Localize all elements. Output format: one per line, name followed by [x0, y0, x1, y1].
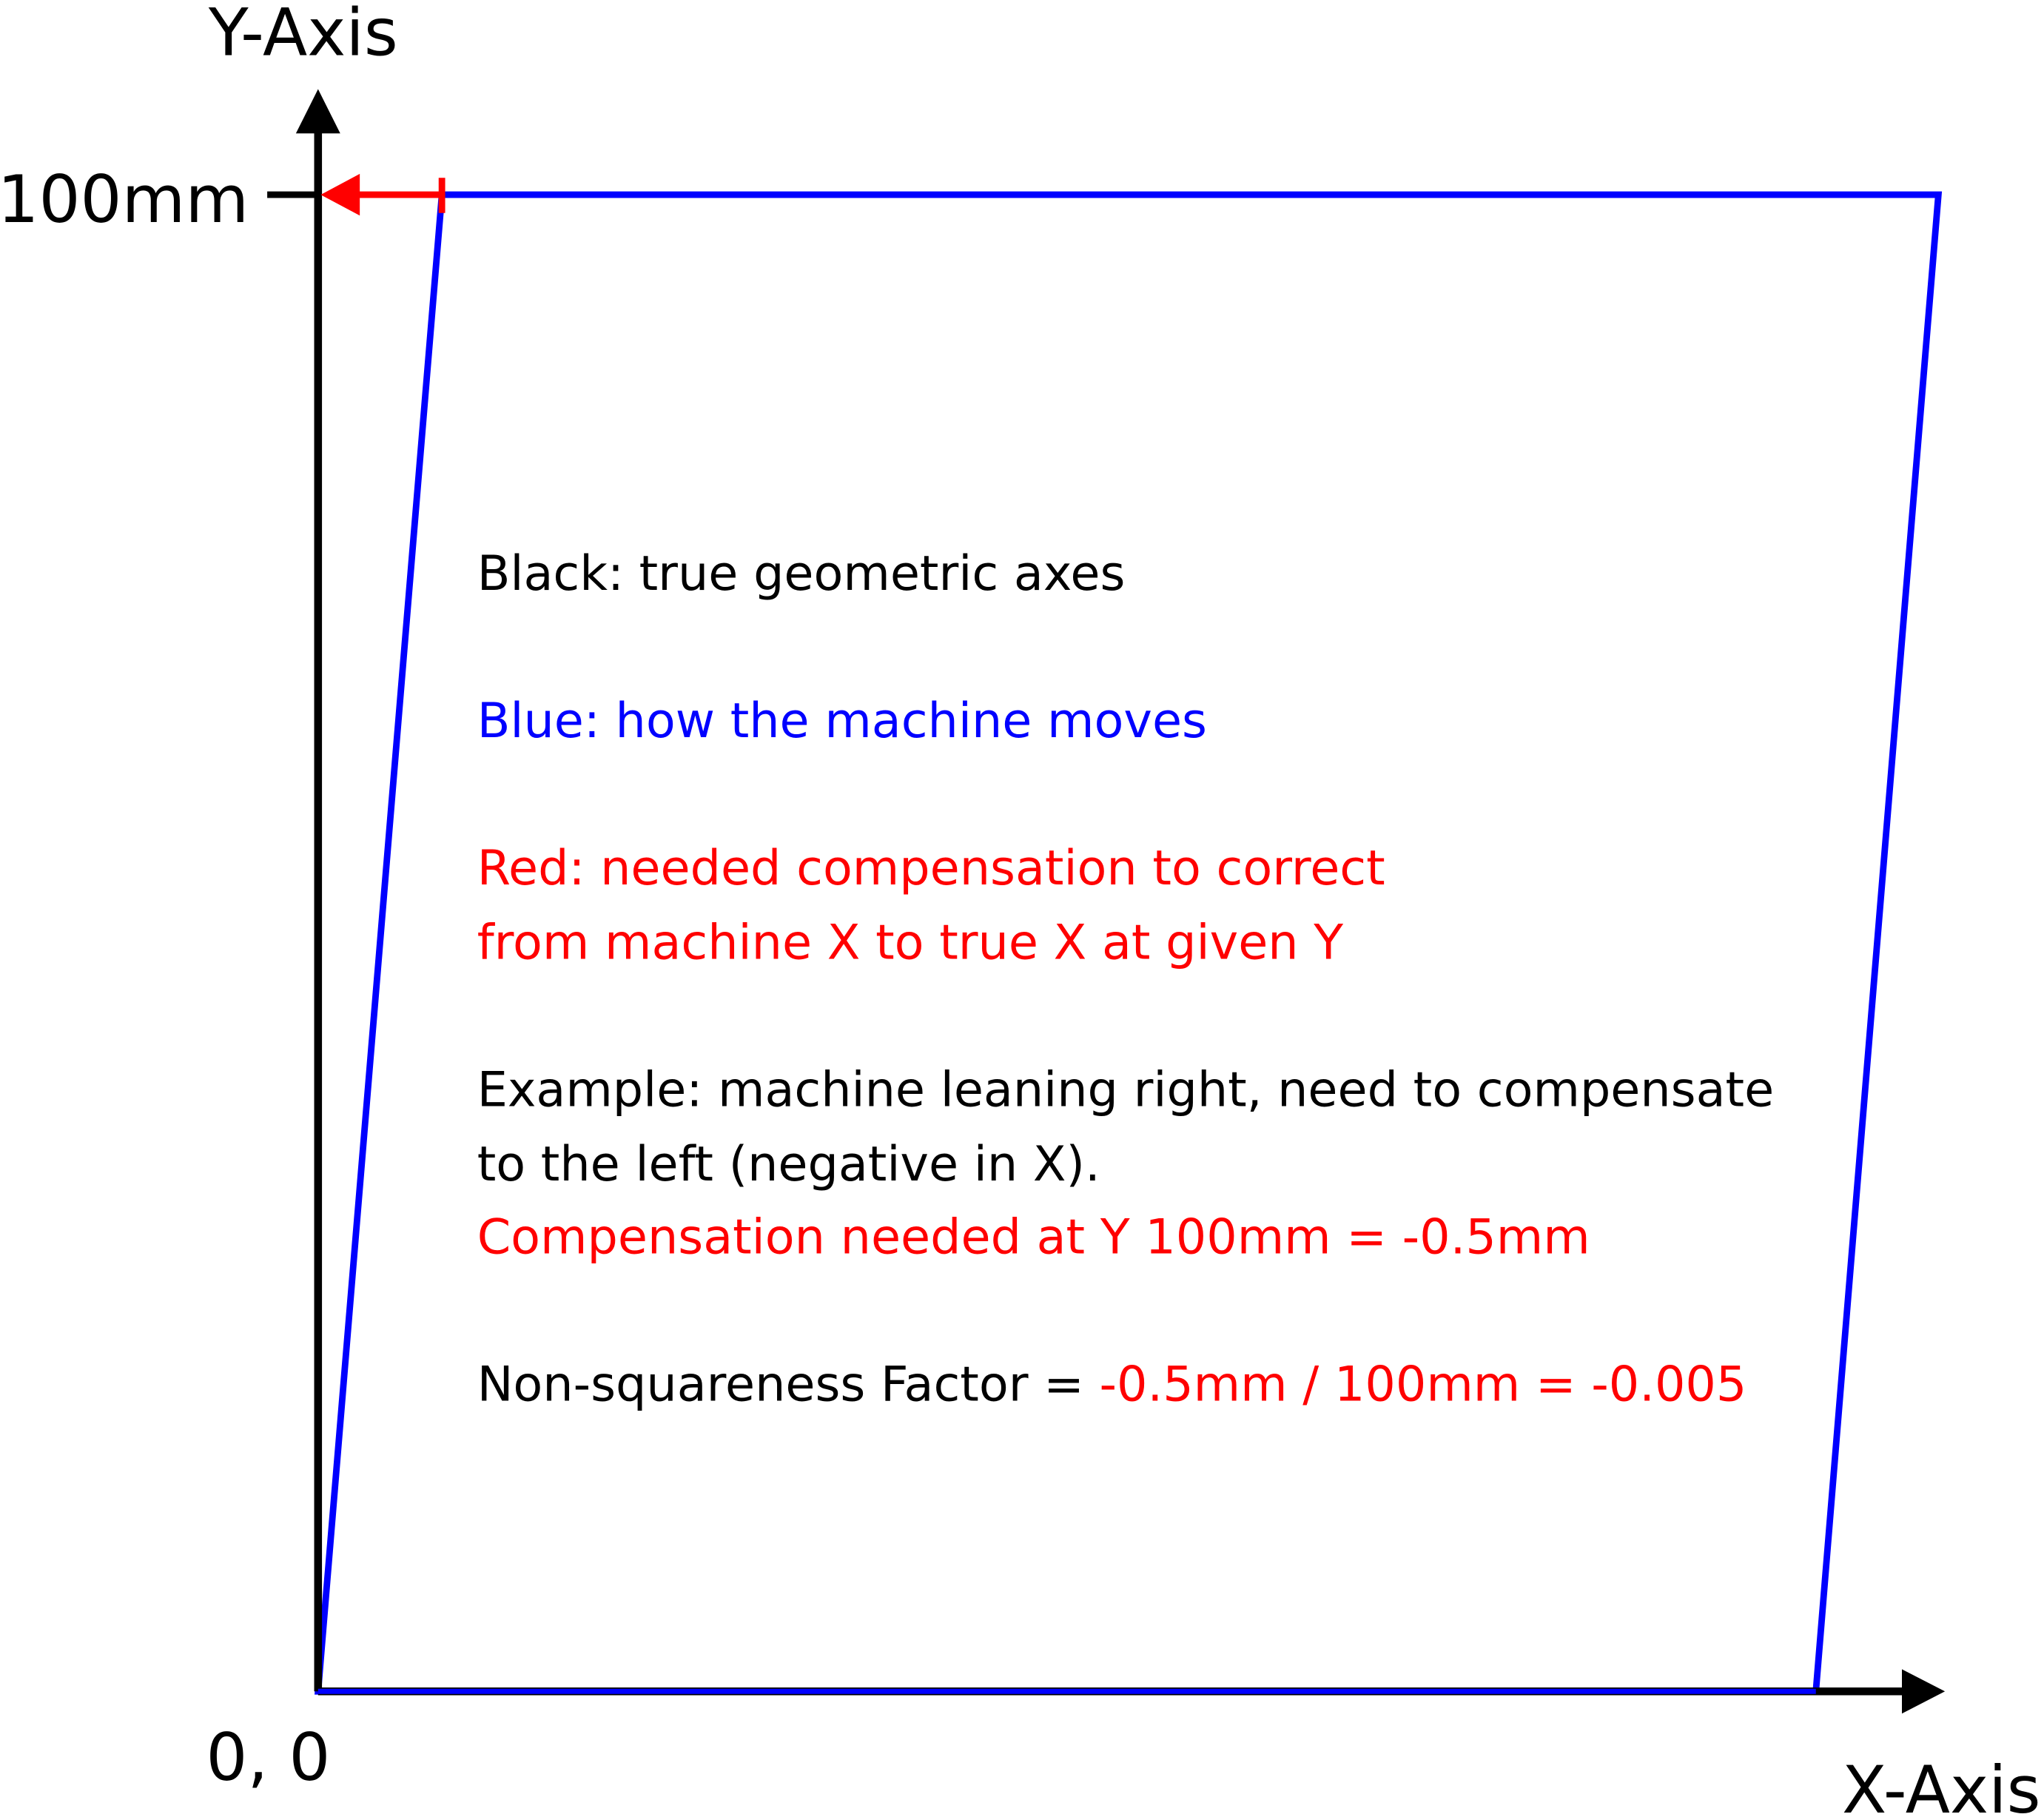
- note-factor: Non-squareness Factor = -0.5mm / 100mm =…: [477, 1357, 1747, 1412]
- note-red-line2: from machine X to true X at given Y: [477, 915, 1344, 970]
- note-compensation: Compensation needed at Y 100mm = -0.5mm: [477, 1209, 1590, 1265]
- note-black: Black: true geometric axes: [477, 546, 1126, 602]
- origin-label: 0, 0: [206, 1719, 330, 1796]
- y-tick-label: 100mm: [0, 161, 249, 238]
- note-example-line1: Example: machine leaning right, need to …: [477, 1062, 1775, 1118]
- note-example-line2: to the left (negative in X).: [477, 1137, 1100, 1192]
- factor-label: Non-squareness Factor =: [477, 1357, 1100, 1412]
- x-axis-label: X-Axis: [1842, 1752, 2041, 1817]
- note-blue: Blue: how the machine moves: [477, 693, 1207, 749]
- compensation-arrowhead: [320, 173, 360, 216]
- y-axis-label: Y-Axis: [208, 0, 398, 71]
- note-red-line1: Red: needed compensation to correct: [477, 841, 1385, 896]
- y-axis-arrowhead: [295, 89, 340, 134]
- x-axis-arrowhead: [1901, 1669, 1946, 1714]
- factor-value: -0.5mm / 100mm = -0.005: [1100, 1357, 1747, 1412]
